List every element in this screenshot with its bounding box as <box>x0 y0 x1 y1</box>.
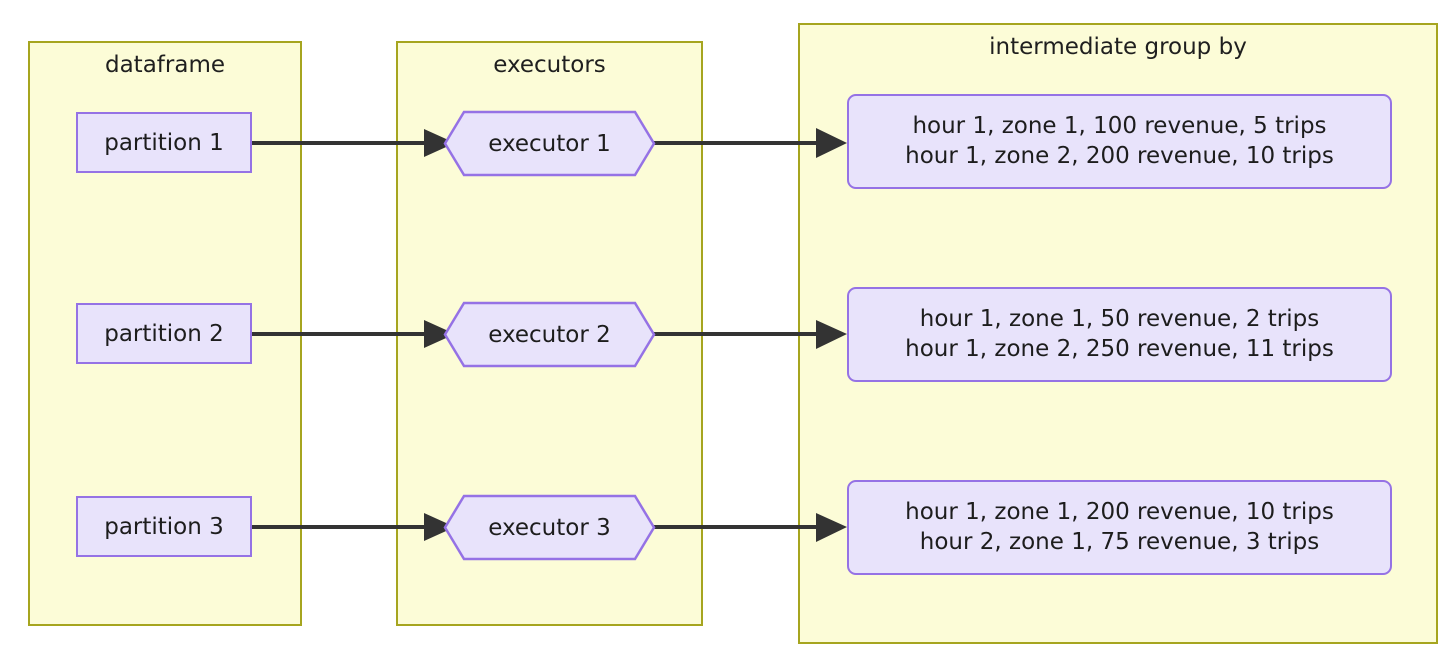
hexagon-shape-icon <box>443 494 656 561</box>
node-executor-1-label: executor 1 <box>488 130 611 157</box>
node-partition-2[interactable]: partition 2 <box>76 303 252 364</box>
cluster-dataframe-title: dataframe <box>104 52 225 78</box>
node-partition-2-label: partition 2 <box>104 320 224 347</box>
node-partition-1[interactable]: partition 1 <box>76 112 252 173</box>
node-executor-1[interactable]: executor 1 <box>443 110 656 177</box>
node-group-result-2-text: hour 1, zone 1, 50 revenue, 2 trips hour… <box>905 306 1334 362</box>
node-partition-1-label: partition 1 <box>104 129 224 156</box>
cluster-intermediate-group-by-title: intermediate group by <box>989 34 1247 60</box>
node-partition-3[interactable]: partition 3 <box>76 496 252 557</box>
node-executor-2[interactable]: executor 2 <box>443 301 656 368</box>
node-executor-3[interactable]: executor 3 <box>443 494 656 561</box>
node-group-result-1-text: hour 1, zone 1, 100 revenue, 5 trips hou… <box>905 113 1334 169</box>
node-group-result-3[interactable]: hour 1, zone 1, 200 revenue, 10 trips ho… <box>847 480 1392 575</box>
node-group-result-1[interactable]: hour 1, zone 1, 100 revenue, 5 trips hou… <box>847 94 1392 189</box>
node-partition-3-label: partition 3 <box>104 513 224 540</box>
node-executor-3-label: executor 3 <box>488 514 611 541</box>
node-executor-2-label: executor 2 <box>488 321 611 348</box>
cluster-executors-title: executors <box>493 52 606 78</box>
hexagon-shape-icon <box>443 110 656 177</box>
node-group-result-2[interactable]: hour 1, zone 1, 50 revenue, 2 trips hour… <box>847 287 1392 382</box>
node-group-result-3-text: hour 1, zone 1, 200 revenue, 10 trips ho… <box>905 499 1334 555</box>
hexagon-shape-icon <box>443 301 656 368</box>
